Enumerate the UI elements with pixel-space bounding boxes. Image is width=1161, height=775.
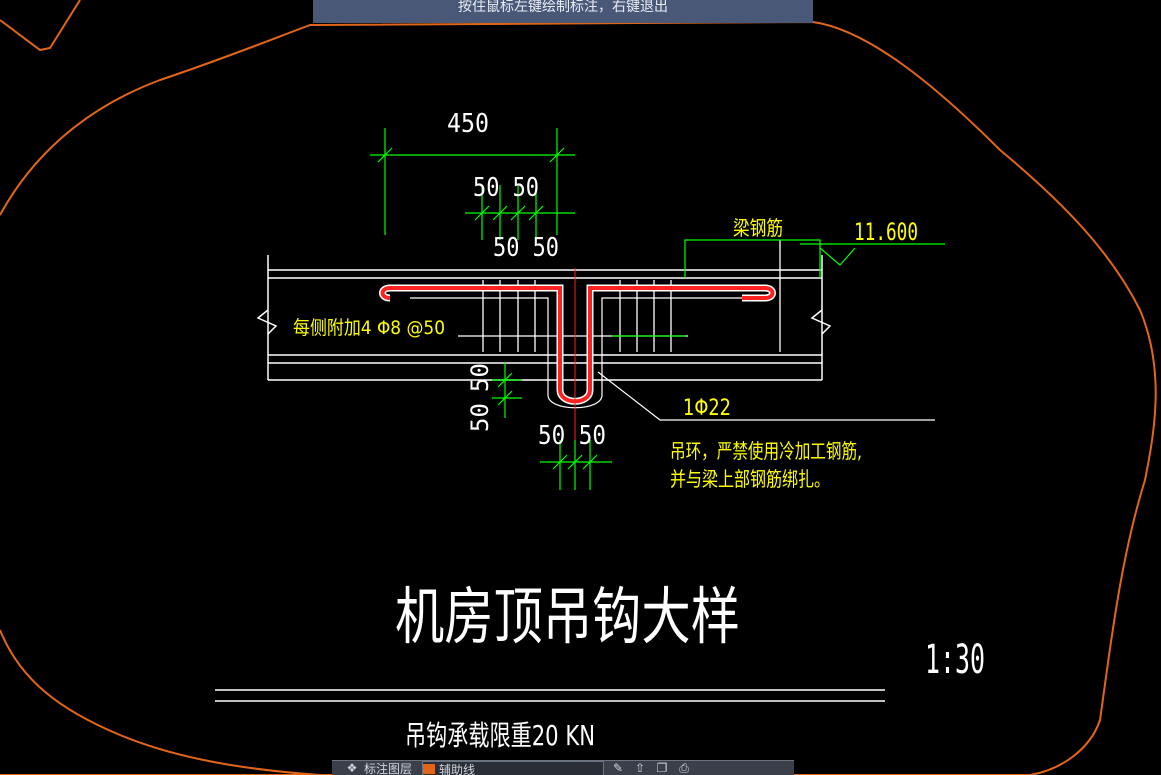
layer-color-swatch xyxy=(423,764,436,774)
note-line-1: 吊环，严禁使用冷加工钢筋, xyxy=(670,439,862,463)
copy-icon[interactable]: ❐ xyxy=(656,761,668,775)
revision-cloud-corner xyxy=(0,0,81,52)
lifting-rebar-label: 1Φ22 xyxy=(683,396,731,421)
layer-selector[interactable]: ❖ 标注图层 xyxy=(340,761,416,775)
layer-label: 标注图层 xyxy=(364,761,413,775)
drawing-subtitle: 吊钩承载限重20 KN xyxy=(405,719,595,752)
print-icon[interactable]: ⎙ xyxy=(679,761,689,775)
elevation-label: 11.600 xyxy=(854,218,918,246)
side-rebar-label: 每侧附加4 Φ8 @50 xyxy=(293,317,445,339)
dim-top-spacing-lower: 50 50 xyxy=(493,233,559,263)
move-icon[interactable]: ⇧ xyxy=(634,761,646,775)
note-line-2: 并与梁上部钢筋绑扎。 xyxy=(670,467,830,491)
stirrups xyxy=(482,280,672,352)
current-layer-dropdown[interactable]: 辅助线 xyxy=(422,761,605,775)
command-hint-bar: 按住鼠标左键绘制标注，右键退出 xyxy=(313,0,813,23)
beam-rebar-label: 梁钢筋 xyxy=(733,216,783,240)
dim-top-spacing: 50 50 xyxy=(473,173,539,203)
layers-icon: ❖ xyxy=(346,761,358,775)
dim-bottom-spacing: 50 50 xyxy=(538,421,606,451)
beam-outline xyxy=(256,255,832,381)
dimension-lines xyxy=(370,128,945,490)
bottom-toolbar: ❖ 标注图层 辅助线 ✎ ⇧ ❐ ⎙ xyxy=(332,760,794,775)
revision-cloud xyxy=(0,20,1157,775)
dim-left-lower: 50 xyxy=(466,403,494,432)
dim-left-upper: 50 xyxy=(466,363,494,392)
lifting-rebar-leader xyxy=(597,371,935,421)
drawing-scale: 1:30 xyxy=(925,637,985,683)
pen-icon[interactable]: ✎ xyxy=(612,761,624,775)
revision-cloud-left xyxy=(0,629,321,775)
dim-450: 450 xyxy=(447,109,489,139)
current-layer-name: 辅助线 xyxy=(439,762,476,775)
command-hint-text: 按住鼠标左键绘制标注，右键退出 xyxy=(458,0,668,15)
drawing-title: 机房顶吊钩大样 xyxy=(395,580,740,653)
lifting-hook xyxy=(379,284,776,409)
